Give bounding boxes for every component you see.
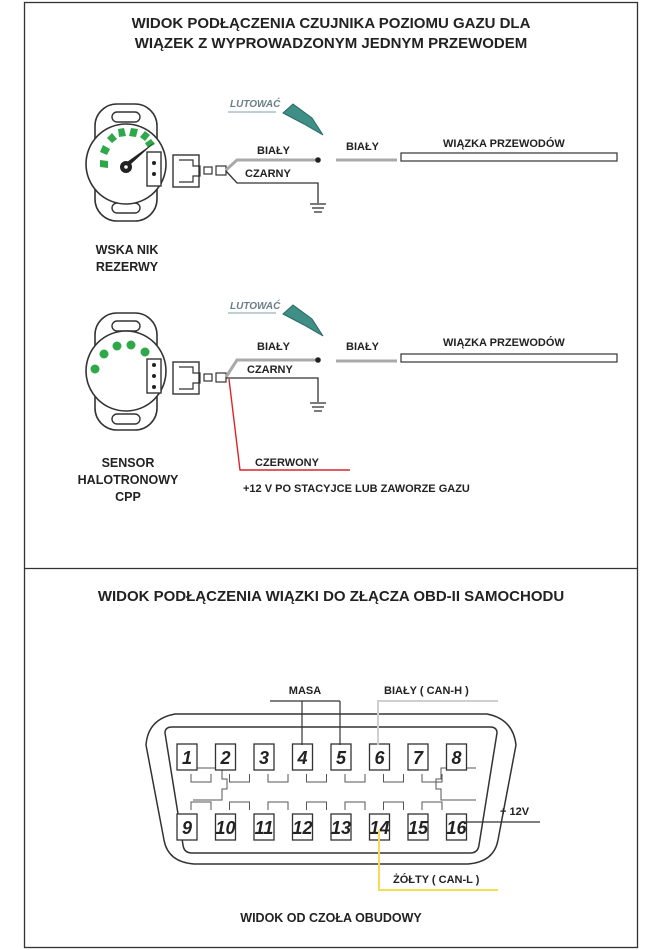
sensor-caption-line3: CPP [115, 490, 141, 504]
gauge-harness-label: WIĄZKA PRZEWODÓW [443, 137, 565, 150]
obd-key-notch [229, 801, 250, 810]
gauge-white-right-label: BIAŁY [346, 141, 380, 153]
obd-pin-label-15: 15 [408, 818, 429, 838]
sensor-red-wire [228, 378, 350, 471]
gauge-caption-line1: WSKA NIK [96, 243, 159, 257]
obd-key-notch [421, 774, 443, 783]
sensor-leds [90, 340, 150, 374]
sensor-black-wire [226, 377, 319, 402]
sensor-caption-line2: HALOTRONOWY [78, 473, 179, 487]
obd-footer-caption: WIDOK OD CZOŁA OBUDOWY [240, 911, 422, 925]
diagram-frame [23, 1, 639, 949]
obd-pin-1 [176, 743, 198, 771]
obd-pin-label-1: 1 [182, 748, 192, 768]
obd-pin-label-7: 7 [413, 748, 424, 768]
obd-pin-8 [445, 743, 468, 771]
gauge-caption-line2: REZERWY [96, 260, 159, 274]
can-l-label: ŻÓŁTY ( CAN-L ) [393, 873, 480, 886]
obd-pin-3 [253, 743, 275, 771]
gauge-black-wire [225, 170, 319, 203]
obd-key-notch [267, 801, 289, 810]
sensor-white-label: BIAŁY [257, 341, 291, 353]
obd-pin-9 [176, 813, 198, 841]
gauge-harness [400, 152, 618, 162]
ground-icon [310, 402, 326, 412]
obd-key-notch [229, 774, 250, 783]
plus12-label: + 12V [500, 806, 530, 818]
sensor-red-label: CZERWONY [255, 457, 320, 469]
ground-icon [310, 203, 326, 213]
sensor-caption-line1: SENSOR [102, 456, 155, 470]
obd-pin-label-9: 9 [182, 818, 192, 838]
obd-key-notch [344, 801, 366, 810]
obd-pin-10 [214, 813, 237, 841]
sensor-solder-label: LUTOWAĆ [230, 299, 281, 312]
soldering-iron-icon [228, 103, 324, 136]
gauge-scale [100, 128, 155, 168]
obd-pin-label-16: 16 [446, 818, 467, 838]
obd-key-notch [421, 801, 443, 810]
section1-title-line1: WIDOK PODŁĄCZENIA CZUJNIKA POZIOMU GAZU … [132, 15, 531, 32]
sensor-harness [400, 353, 618, 363]
section2-title: WIDOK PODŁĄCZENIA WIĄZKI DO ZŁĄCZA OBD-I… [98, 588, 564, 605]
obd-key-notch [190, 774, 212, 783]
obd-pin-15 [407, 813, 429, 841]
obd-pin-label-5: 5 [336, 748, 347, 768]
sensor-harness-label: WIĄZKA PRZEWODÓW [443, 336, 565, 349]
obd-pin-label-13: 13 [331, 818, 351, 838]
obd-connector-shell [145, 713, 517, 865]
obd-pin-13 [330, 813, 352, 841]
can-h-wire [377, 700, 498, 745]
obd-pin-label-10: 10 [215, 818, 235, 838]
obd-key-notch [344, 774, 366, 783]
sensor-white-right-label: BIAŁY [346, 341, 380, 353]
obd-key-notch [190, 801, 212, 810]
obd-pin-label-12: 12 [292, 818, 312, 838]
obd-pin-label-3: 3 [259, 748, 269, 768]
obd-pin-16 [445, 813, 468, 841]
obd-pin-11 [253, 813, 275, 841]
can-h-label: BIAŁY ( CAN-H ) [384, 685, 469, 697]
obd-key-notch [306, 774, 327, 783]
soldering-iron-icon [228, 304, 324, 337]
gauge-white-label: BIAŁY [257, 145, 291, 157]
obd-pin-label-2: 2 [219, 748, 230, 768]
obd-pin-5 [330, 743, 352, 771]
gauge-solder-label: LUTOWAĆ [230, 97, 281, 110]
obd-pin-label-14: 14 [369, 818, 389, 838]
obd-pin-2 [214, 743, 237, 771]
gauge-black-label: CZARNY [245, 168, 291, 180]
obd-pin-7 [407, 743, 429, 771]
obd-key-notch [383, 801, 404, 810]
can-l-wire [378, 830, 498, 891]
sensor-black-label: CZARNY [247, 364, 293, 376]
section1-title-line2: WIĄZEK Z WYPROWADZONYM JEDNYM PRZEWODEM [135, 35, 528, 52]
obd-pin-12 [291, 813, 314, 841]
obd-pin-label-6: 6 [374, 748, 385, 768]
obd-pin-label-8: 8 [451, 748, 461, 768]
gauge-white-wire [224, 158, 318, 172]
obd-pin-label-4: 4 [296, 748, 307, 768]
obd-key-notch [267, 774, 289, 783]
reserve-gauge [85, 103, 227, 222]
obd-key-notch [306, 801, 327, 810]
obd-key-notch [383, 774, 404, 783]
obd-pin-label-11: 11 [255, 818, 274, 838]
sensor-white-wire [224, 358, 318, 378]
sensor-power-note: +12 V PO STACYJCE LUB ZAWORZE GAZU [243, 483, 470, 495]
hall-sensor [85, 312, 227, 431]
mass-label: MASA [289, 685, 321, 697]
obd-pin-6 [368, 743, 391, 771]
